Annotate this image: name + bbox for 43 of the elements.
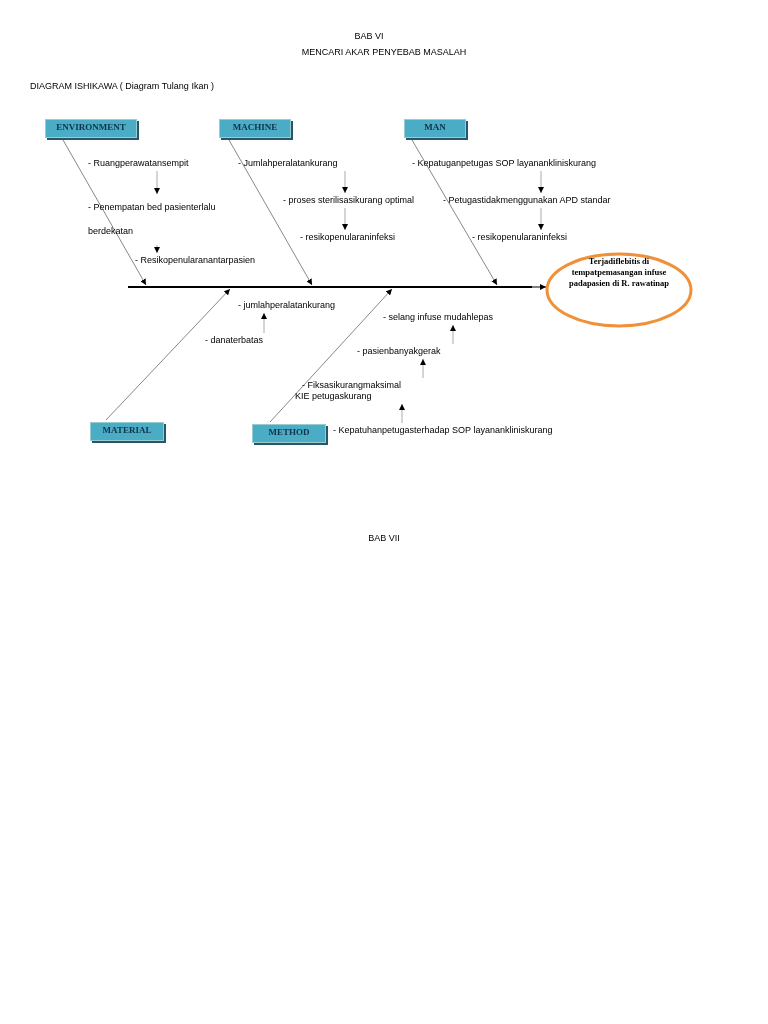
arrow [62,139,147,286]
arrow [228,139,313,286]
cause-text: - Petugastidakmenggunakan APD standar [443,194,611,206]
cause-text: - Penempatan bed pasienterlalu berdekatan [88,195,263,243]
arrow [342,207,348,231]
arrow [538,207,544,231]
arrow [342,170,348,194]
cause-text: - Fiksasikurangmaksimal [302,379,402,391]
category-box: METHOD [252,424,326,443]
arrow [154,170,160,195]
category-box: MAN [404,119,466,138]
category-box: ENVIRONMENT [45,119,137,138]
cause-text: - Kepatuhanpetugasterhadap SOP layanankliniskurang [333,424,553,436]
arrow [154,244,160,254]
chapter-heading: BAB VII [368,533,400,543]
cause-text: - danaterbatas [205,334,264,346]
arrow [450,324,456,345]
arrow [269,288,393,423]
cause-text: KIE petugaskurang [295,390,372,402]
arrow [531,284,547,290]
arrow [261,312,267,334]
cause-text: - jumlahperalatankurang [238,299,336,311]
diagram-heading: DIAGRAM ISHIKAWA ( Diagram Tulang Ikan ) [30,81,214,91]
cause-text: - resikopenularaninfeksi [472,231,568,243]
cause-text: - Jumlahperalatankurang [238,157,338,169]
cause-text: - Resikopenularanantarpasien [135,254,256,266]
cause-text: - proses sterilisasikurang optimal [283,194,415,206]
arrow [105,288,231,421]
cause-text: - Ruangperawatansempit [88,157,189,169]
chapter-heading: BAB VI [354,31,384,41]
category-box: MATERIAL [90,422,164,441]
arrow [538,170,544,194]
cause-text: - Kepatuganpetugas SOP layanankliniskurang [412,157,596,169]
arrow [399,403,405,424]
arrow [411,139,498,286]
chapter-heading: MENCARI AKAR PENYEBAB MASALAH [301,47,467,57]
category-box: MACHINE [219,119,291,138]
effect-ellipse: Terjadiflebitis di tempatpemasangan infuse padapasien di R. rawatinap [545,252,693,328]
cause-text: - resikopenularaninfeksi [300,231,396,243]
cause-text: - selang infuse mudahlepas [383,311,494,323]
spine-line [128,286,532,288]
cause-text: - pasienbanyakgerak [357,345,441,357]
arrow [420,358,426,379]
